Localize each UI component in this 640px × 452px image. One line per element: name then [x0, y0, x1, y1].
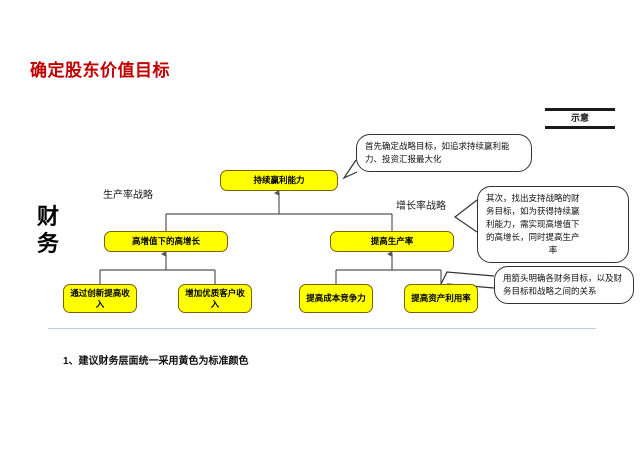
- callout-strategy-goal: 首先确定战略目标，如追求持续赢利能力、投资汇报最大化: [356, 134, 532, 172]
- node-cost-competitiveness[interactable]: 提高成本竞争力: [299, 284, 373, 313]
- node-high-growth[interactable]: 高增值下的高增长: [104, 231, 228, 252]
- node-asset-utilization[interactable]: 提高资产利用率: [404, 284, 478, 313]
- callout-financial-goal-line-3: 利能力，需实现高增值下: [486, 219, 580, 229]
- perspective-label-finance: 财 务: [28, 203, 68, 257]
- schematic-tag-rule-top: [545, 108, 615, 111]
- callout-arrow-relation: 用箭头明确各财务目标，以及财务目标和战略之间的关系: [494, 266, 634, 304]
- schematic-tag-label: 示意: [570, 113, 589, 123]
- callout-financial-goal-line-5: 率: [548, 245, 558, 255]
- callout-financial-goal-line-2: 务目标，如为获得持续赢: [486, 206, 580, 216]
- callout-financial-goal-line-1: 其次，找出支持战略的财: [486, 193, 580, 203]
- perspective-label-char-2: 务: [36, 231, 59, 256]
- footnote-divider: [48, 328, 596, 329]
- footnote-text: 1、建议财务层面统一采用黄色为标准颜色: [63, 356, 249, 367]
- schematic-tag: 示意: [545, 108, 615, 129]
- callout-financial-goal-line-4: 的高增长，同时提高生产: [486, 232, 580, 242]
- perspective-label-char-1: 财: [36, 204, 59, 229]
- caption-productivity-strategy: 生产率战略: [103, 190, 153, 201]
- node-quality-customer-revenue[interactable]: 增加优质客户收入: [178, 284, 252, 313]
- callout-financial-goal: 其次，找出支持战略的财 务目标，如为获得持续赢 利能力，需实现高增值下 的高增长…: [477, 186, 629, 263]
- node-sustained-profitability[interactable]: 持续赢利能力: [220, 170, 338, 191]
- page-title: 确定股东价值目标: [30, 61, 170, 80]
- caption-growth-strategy: 增长率战略: [396, 201, 446, 212]
- node-improve-productivity[interactable]: 提高生产率: [330, 231, 454, 252]
- node-innovation-revenue[interactable]: 通过创新提高收入: [63, 284, 137, 313]
- schematic-tag-rule-bottom: [545, 126, 615, 129]
